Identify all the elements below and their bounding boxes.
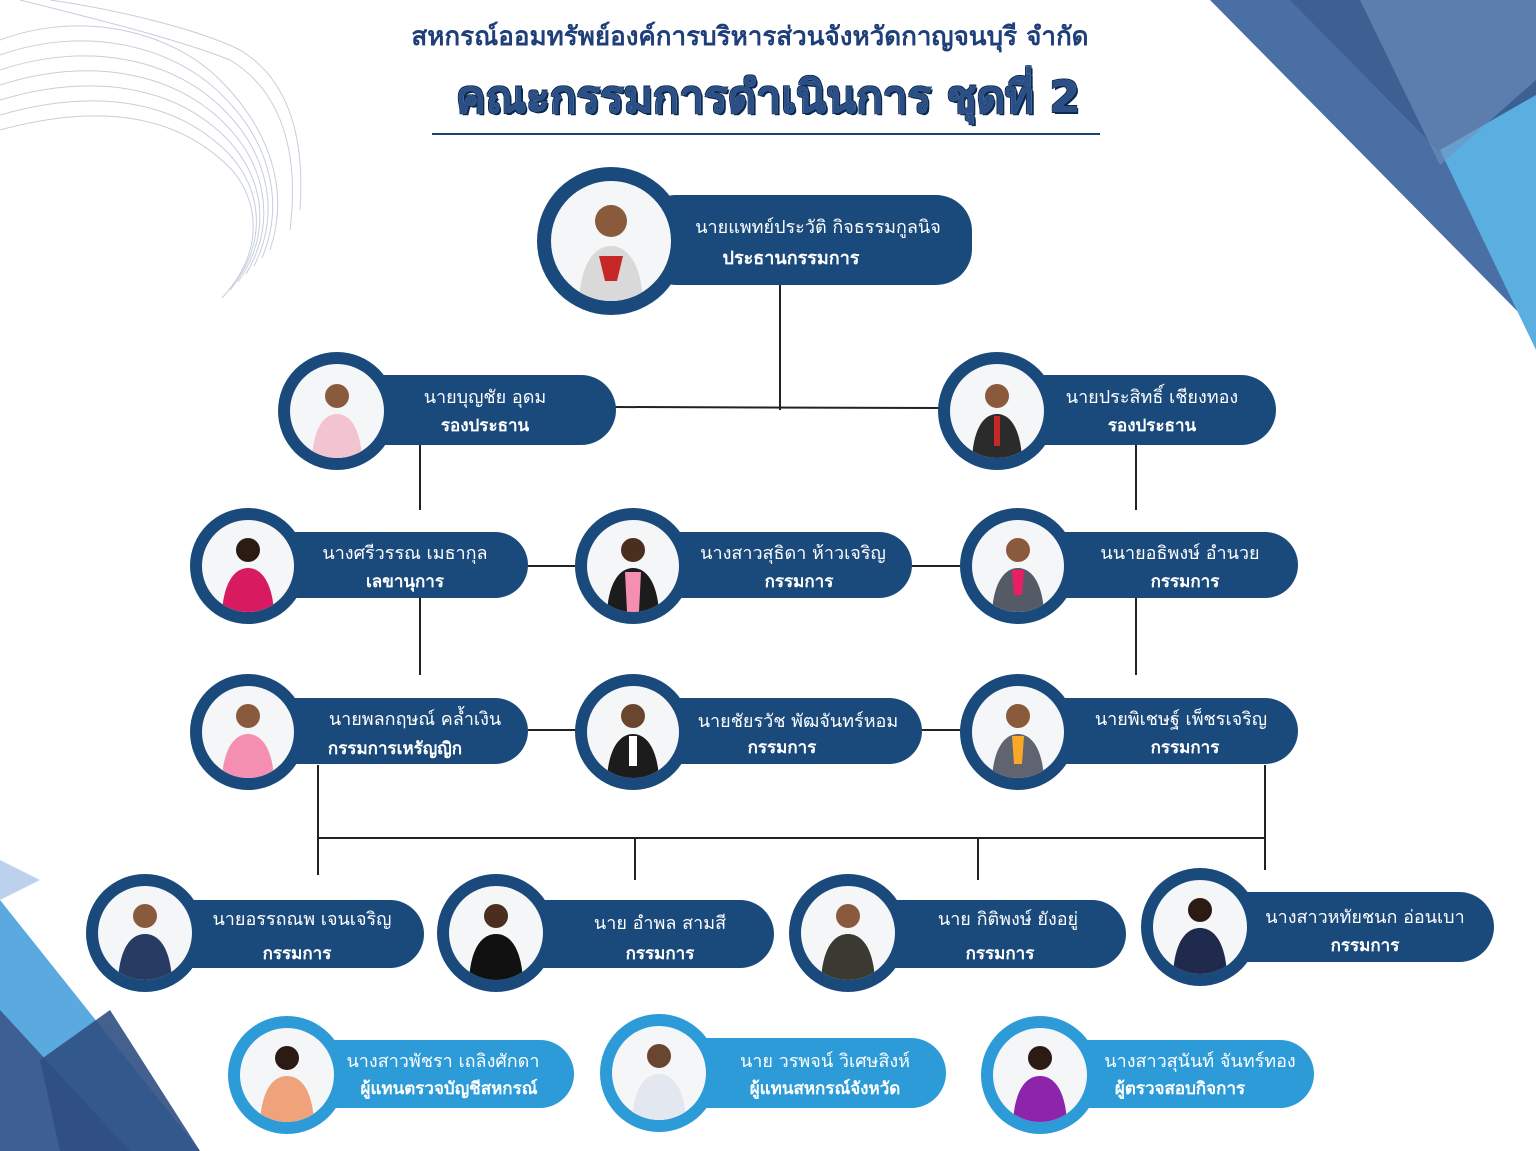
member-role: กรรมการ (625, 944, 695, 964)
title-underline (432, 133, 1100, 135)
member-role: ผู้แทนตรวจบัญชีสหกรณ์ (360, 1079, 538, 1099)
member-name: นายประสิทธิ์ เชียงทอง (1065, 387, 1239, 408)
member-role: กรรมการ (1150, 738, 1220, 758)
member-name: นางสาวพัชรา เถลิงศักดา (346, 1051, 540, 1072)
member-photo (587, 520, 679, 612)
member-photo (98, 886, 192, 980)
member-name: นาย วรพจน์ วิเศษสิงห์ (739, 1051, 911, 1072)
member-name: นนายอธิพงษ์ อำนวย (1100, 543, 1260, 564)
member-name: นายพิเชษฐ์ เพ็ชรเจริญ (1094, 709, 1268, 730)
member-photo (612, 1026, 706, 1120)
member-photo (449, 886, 543, 980)
member-photo (801, 886, 895, 980)
member-name: นางสาวหทัยชนก อ่อนเบา (1265, 907, 1465, 928)
member-photo (202, 520, 294, 612)
member-role: กรรมการ (1330, 936, 1400, 956)
member-photo (950, 364, 1044, 458)
member-name: นางสาวสุธิดา ห้าวเจริญ (700, 543, 886, 564)
member-role: กรรมการ (965, 944, 1035, 964)
member-photo (240, 1028, 334, 1122)
member-name: นายอรรถณพ เจนเจริญ (212, 909, 392, 930)
member-role: เลขานุการ (366, 572, 444, 592)
member-role: ผู้ตรวจสอบกิจการ (1114, 1079, 1246, 1099)
member-name: นาย อำพล สามสี (593, 913, 727, 934)
member-photo (202, 686, 294, 778)
member-role: ผู้แทนสหกรณ์จังหวัด (749, 1079, 901, 1099)
organization-title: สหกรณ์ออมทรัพย์องค์การบริหารส่วนจังหวัดก… (411, 22, 1089, 52)
member-photo (993, 1028, 1087, 1122)
member-role: กรรมการ (764, 572, 834, 592)
member-name: นางศรีวรรณ เมธากุล (322, 543, 488, 564)
member-photo (551, 181, 671, 301)
member-photo (290, 364, 384, 458)
member-name: นายพลกฤษณ์ คล้ำเงิน (328, 709, 502, 730)
member-role: รองประธาน (1107, 416, 1197, 436)
member-role: กรรมการเหรัญญิก (327, 739, 463, 759)
member-name: นายชัยรวัช พัฒจันทร์หอม (697, 711, 899, 732)
member-role: ประธานกรรมการ (722, 248, 860, 269)
member-photo (1153, 880, 1247, 974)
member-role: กรรมการ (1150, 572, 1220, 592)
member-role: กรรมการ (747, 738, 817, 758)
member-name: นายบุญชัย อุดม (423, 387, 547, 408)
member-name: นายแพทย์ประวัติ กิจธรรมกูลนิจ (695, 217, 941, 238)
member-photo (972, 686, 1064, 778)
member-role: กรรมการ (262, 944, 332, 964)
member-role: รองประธาน (440, 416, 530, 436)
member-photo (587, 686, 679, 778)
member-photo (972, 520, 1064, 612)
member-name: นาย กิติพงษ์ ยังอยู่ (937, 909, 1079, 930)
page-title: คณะกรรมการดำเนินการ ชุดที่ 2 (456, 72, 1080, 123)
member-name: นางสาวสุนันท์ จันทร์ทอง (1104, 1051, 1296, 1072)
